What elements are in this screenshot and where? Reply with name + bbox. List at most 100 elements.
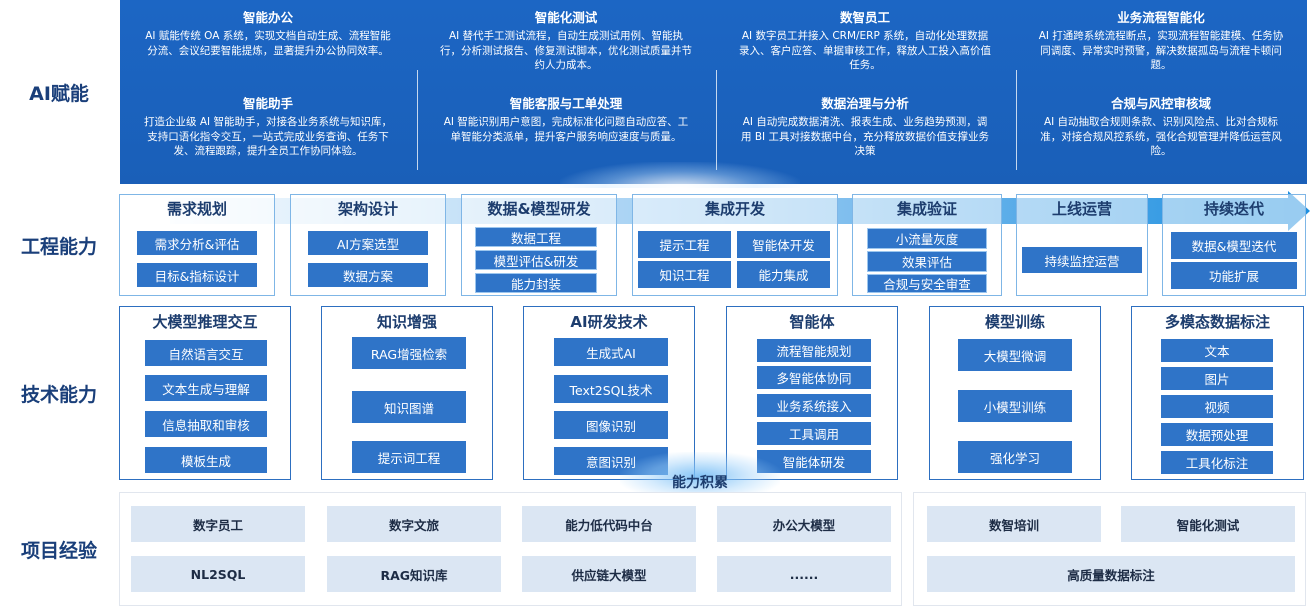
eng-item: 数据&模型迭代	[1171, 232, 1297, 259]
tech-block-title: 多模态数据标注	[1164, 313, 1270, 331]
eng-stage-operations: 上线运营 持续监控运营	[1016, 194, 1148, 296]
tech-block-training: 模型训练 大模型微调 小模型训练 强化学习	[929, 306, 1101, 480]
eng-stage-title: 需求规划	[166, 200, 227, 218]
project-item: 办公大模型	[717, 506, 891, 542]
row-label-ai: AI赋能	[29, 82, 89, 105]
tech-item: 业务系统接入	[757, 394, 871, 417]
ai-item-title: 业务流程智能化	[1117, 10, 1205, 25]
eng-item: 小流量灰度	[867, 228, 987, 249]
ai-item-desc: AI 打通跨系统流程断点，实现流程智能建模、任务协同调度、异常实时预警，解决数据…	[1038, 30, 1284, 71]
ai-item-process-intelligence: 业务流程智能化 AI 打通跨系统流程断点，实现流程智能建模、任务协同调度、异常实…	[1035, 10, 1287, 73]
eng-item: 功能扩展	[1171, 262, 1297, 289]
ai-item-desc: AI 赋能传统 OA 系统，实现文档自动生成、流程智能分流、会议纪要智能提炼，显…	[145, 30, 391, 57]
project-item: ......	[717, 556, 891, 592]
tech-item: 模板生成	[145, 447, 267, 473]
ai-empowerment-panel: 智能办公 AI 赋能传统 OA 系统，实现文档自动生成、流程智能分流、会议纪要智…	[120, 0, 1307, 184]
eng-stage-title: 集成验证	[896, 200, 957, 218]
tech-block-agent: 智能体 流程智能规划 多智能体协同 业务系统接入 工具调用 智能体研发	[726, 306, 898, 480]
eng-stage-integration-verify: 集成验证 小流量灰度 效果评估 合规与安全审查	[852, 194, 1002, 296]
project-item: 能力低代码中台	[522, 506, 696, 542]
ai-item-desc: 打造企业级 AI 智能助手，对接各业务系统与知识库，支持口语化指令交互，一站式完…	[144, 116, 392, 157]
ai-item-customer-service: 智能客服与工单处理 AI 智能识别用户意图，完成标准化问题自动应答、工单智能分类…	[440, 96, 692, 144]
eng-item: 能力封装	[475, 273, 597, 293]
eng-stage-data-model: 数据&模型研发 数据工程 模型评估&研发 能力封装	[461, 194, 617, 296]
row-label-engineering: 工程能力	[20, 235, 97, 258]
ai-item-title: 智能化测试	[534, 10, 598, 25]
eng-stage-requirements: 需求规划 需求分析&评估 目标&指标设计	[119, 194, 275, 296]
eng-item: 模型评估&研发	[475, 250, 597, 270]
ai-item-desc: AI 自动完成数据清洗、报表生成、业务趋势预测，调用 BI 工具对接数据中台，充…	[741, 116, 989, 157]
tech-block-ai-rd: AI研发技术 生成式AI Text2SQL技术 图像识别 意图识别	[523, 306, 695, 480]
ai-item-title: 智能办公	[242, 10, 293, 25]
ai-column-1: 智能办公 AI 赋能传统 OA 系统，实现文档自动生成、流程智能分流、会议纪要智…	[120, 0, 416, 184]
ai-item-data-governance: 数据治理与分析 AI 自动完成数据清洗、报表生成、业务趋势预测，调用 BI 工具…	[739, 96, 991, 159]
eng-stage-title: 持续迭代	[1203, 200, 1264, 218]
row-label-tech: 技术能力	[20, 383, 97, 406]
tech-item: 小模型训练	[958, 390, 1072, 422]
ai-column-divider	[417, 70, 418, 170]
ai-column-2: 智能化测试 AI 替代手工测试流程，自动生成测试用例、智能执行，分析测试报告、修…	[418, 0, 714, 184]
projects-panel-right: 数智培训 智能化测试 高质量数据标注	[913, 492, 1306, 606]
tech-block-llm-interaction: 大模型推理交互 自然语言交互 文本生成与理解 信息抽取和审核 模板生成	[119, 306, 291, 480]
tech-item: 智能体研发	[757, 450, 871, 473]
ai-column-divider	[1016, 70, 1017, 170]
tech-item: 视频	[1161, 395, 1273, 418]
eng-item: AI方案选型	[308, 231, 428, 255]
accumulation-glow-decoration	[620, 452, 780, 496]
tech-block-title: 知识增强	[376, 313, 437, 331]
project-item: NL2SQL	[131, 556, 305, 592]
eng-item: 数据工程	[475, 227, 597, 247]
tech-item: 大模型微调	[958, 339, 1072, 371]
eng-stage-title: 上线运营	[1051, 200, 1112, 218]
tech-item: 文本生成与理解	[145, 375, 267, 401]
ai-item-title: 智能客服与工单处理	[509, 96, 623, 111]
ai-item-title: 数智员工	[839, 10, 890, 25]
eng-stage-architecture: 架构设计 AI方案选型 数据方案	[290, 194, 446, 296]
tech-block-title: 模型训练	[984, 313, 1045, 331]
project-item: 数智培训	[927, 506, 1101, 542]
eng-item: 需求分析&评估	[137, 231, 257, 255]
accumulation-label: 能力积累	[672, 475, 728, 491]
tech-item: 数据预处理	[1161, 423, 1273, 446]
eng-item: 能力集成	[737, 261, 830, 288]
eng-item: 智能体开发	[737, 231, 830, 258]
ai-glow-decoration	[560, 162, 800, 188]
eng-stage-title: 架构设计	[337, 200, 398, 218]
tech-item: 信息抽取和审核	[145, 411, 267, 437]
tech-item: 多智能体协同	[757, 366, 871, 389]
project-item: 数字员工	[131, 506, 305, 542]
tech-item: 图像识别	[554, 411, 668, 439]
tech-item: 知识图谱	[352, 391, 466, 423]
tech-item: 工具化标注	[1161, 451, 1273, 474]
ai-item-compliance-risk: 合规与风控审核域 AI 自动抽取合规则条款、识别风险点、比对合规标准，对接合规风…	[1035, 96, 1287, 159]
ai-item-desc: AI 替代手工测试流程，自动生成测试用例、智能执行，分析测试报告、修复测试脚本，…	[440, 30, 692, 71]
ai-item-desc: AI 数字员工并接入 CRM/ERP 系统，自动化处理数据录入、客户应答、单据审…	[739, 30, 991, 71]
eng-stage-title: 集成开发	[704, 200, 765, 218]
tech-item: 工具调用	[757, 422, 871, 445]
row-label-projects: 项目经验	[20, 539, 97, 562]
eng-stage-integration-dev: 集成开发 提示工程 智能体开发 知识工程 能力集成	[632, 194, 838, 296]
eng-item: 效果评估	[867, 251, 987, 272]
eng-stage-iteration: 持续迭代 数据&模型迭代 功能扩展	[1162, 194, 1306, 296]
tech-item: Text2SQL技术	[554, 375, 668, 403]
ai-item-desc: AI 自动抽取合规则条款、识别风险点、比对合规标准，对接合规风控系统，强化合规管…	[1040, 116, 1282, 157]
eng-item: 提示工程	[638, 231, 731, 258]
ai-item-desc: AI 智能识别用户意图，完成标准化问题自动应答、工单智能分类派单，提升客户服务响…	[443, 116, 689, 143]
tech-block-title: 智能体	[789, 313, 835, 331]
project-item: 智能化测试	[1121, 506, 1295, 542]
eng-stage-title: 数据&模型研发	[487, 200, 591, 218]
eng-item: 数据方案	[308, 263, 428, 287]
tech-item: 文本	[1161, 339, 1273, 362]
project-item: 数字文旅	[327, 506, 501, 542]
ai-item-smart-assistant: 智能助手 打造企业级 AI 智能助手，对接各业务系统与知识库，支持口语化指令交互…	[142, 96, 394, 159]
tech-item: 强化学习	[958, 441, 1072, 473]
ai-column-3: 数智员工 AI 数字员工并接入 CRM/ERP 系统，自动化处理数据录入、客户应…	[717, 0, 1013, 184]
ai-column-divider	[716, 70, 717, 170]
ai-column-4: 业务流程智能化 AI 打通跨系统流程断点，实现流程智能建模、任务协同调度、异常实…	[1013, 0, 1309, 184]
projects-panel-left: 数字员工 数字文旅 能力低代码中台 办公大模型 NL2SQL RAG知识库 供应…	[119, 492, 902, 606]
ai-item-title: 数据治理与分析	[821, 96, 909, 111]
ai-item-digital-employee: 数智员工 AI 数字员工并接入 CRM/ERP 系统，自动化处理数据录入、客户应…	[739, 10, 991, 73]
project-item: 供应链大模型	[522, 556, 696, 592]
tech-item: 流程智能规划	[757, 339, 871, 362]
eng-item: 目标&指标设计	[137, 263, 257, 287]
